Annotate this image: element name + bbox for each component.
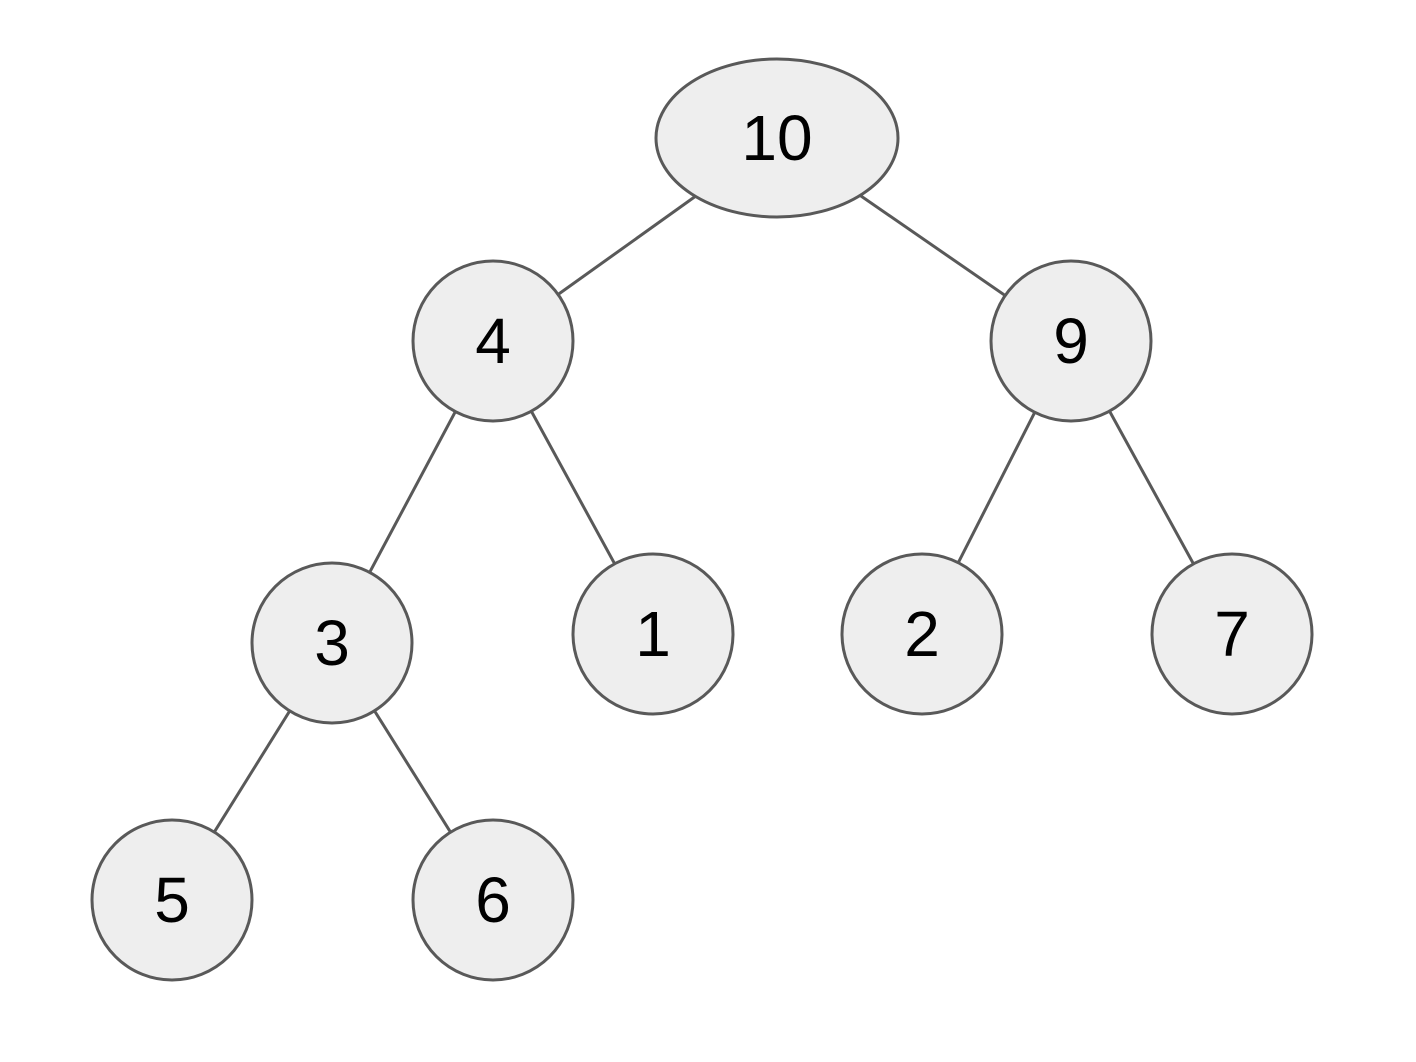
tree-edges [170, 136, 1234, 901]
tree-node-label: 5 [154, 864, 190, 936]
tree-node-7: 7 [1150, 552, 1314, 716]
tree-nodes: 10 4 9 3 1 2 7 5 6 [90, 57, 1314, 982]
tree-node-shape [840, 552, 1004, 716]
tree-node-label: 10 [741, 102, 812, 174]
tree-node-label: 3 [314, 607, 350, 679]
tree-node-2: 2 [840, 552, 1004, 716]
tree-node-shape [411, 259, 575, 423]
tree-node-shape [411, 818, 575, 982]
tree-node-9: 9 [989, 259, 1153, 423]
tree-node-label: 7 [1214, 598, 1250, 670]
tree-node-shape [90, 818, 254, 982]
tree-node-shape [571, 552, 735, 716]
tree-node-3: 3 [250, 561, 414, 725]
tree-node-label: 6 [475, 864, 511, 936]
tree-node-label: 9 [1053, 305, 1089, 377]
tree-node-shape [654, 57, 900, 219]
tree-node-shape [250, 561, 414, 725]
tree-node-6: 6 [411, 818, 575, 982]
tree-node-label: 2 [904, 598, 940, 670]
tree-node-5: 5 [90, 818, 254, 982]
tree-node-shape [1150, 552, 1314, 716]
tree-node-10: 10 [654, 57, 900, 219]
tree-node-shape [989, 259, 1153, 423]
tree-node-1: 1 [571, 552, 735, 716]
tree-node-4: 4 [411, 259, 575, 423]
tree-node-label: 1 [635, 598, 671, 670]
tree-node-label: 4 [475, 305, 511, 377]
